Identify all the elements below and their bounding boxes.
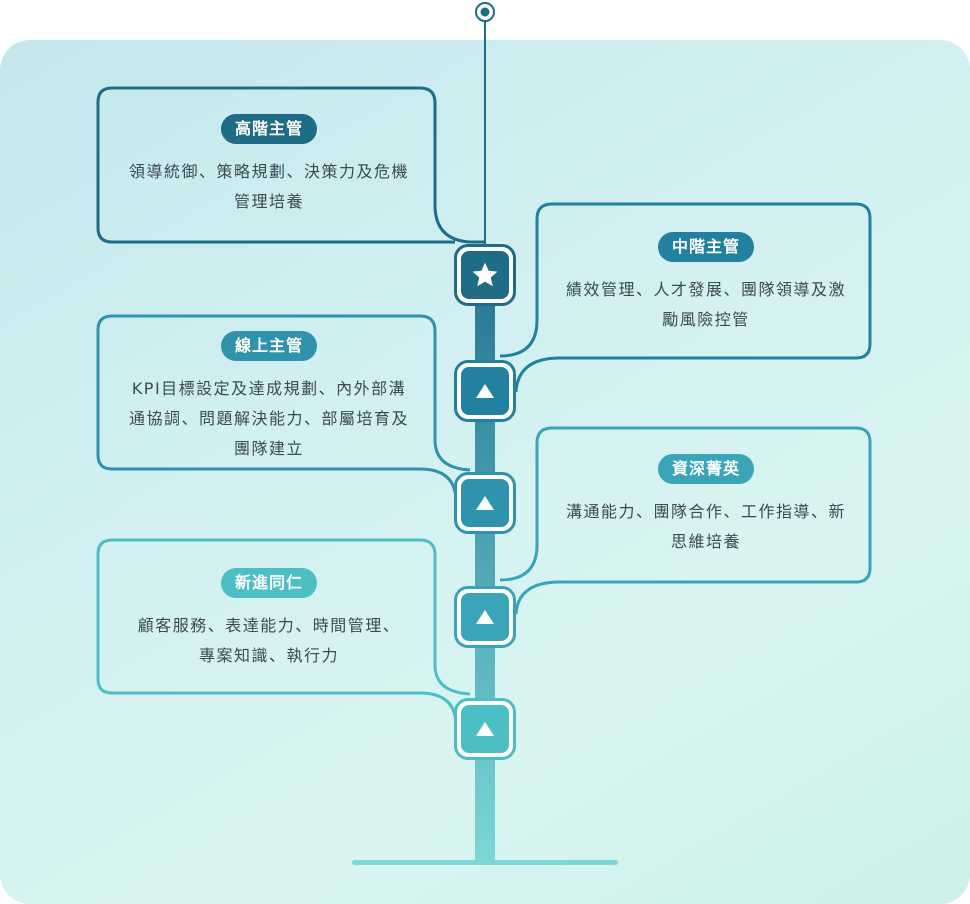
description-line: 思維培養 bbox=[670, 532, 741, 551]
level-badge bbox=[461, 705, 509, 753]
level-description: KPI目標設定及達成規劃、內外部溝 通協調、問題解決能力、部屬培育及 團隊建立 bbox=[100, 374, 438, 464]
level-title-pill: 資深菁英 bbox=[657, 454, 755, 484]
triangle-up-icon bbox=[476, 610, 494, 624]
level-description: 溝通能力、團隊合作、工作指導、新 思維培養 bbox=[538, 497, 874, 557]
description-line: 溝通能力、團隊合作、工作指導、新 bbox=[565, 502, 846, 521]
stem-base bbox=[352, 860, 618, 865]
level-badge bbox=[461, 593, 509, 641]
triangle-up-icon bbox=[476, 496, 494, 510]
star-icon bbox=[472, 262, 498, 287]
triangle-up-icon bbox=[476, 384, 494, 398]
level-title-pill: 線上主管 bbox=[220, 331, 318, 361]
description-line: 團隊建立 bbox=[233, 439, 304, 458]
description-line: 通協調、問題解決能力、部屬培育及 bbox=[128, 409, 409, 428]
description-line: 績效管理、人才發展、團隊領導及激 bbox=[565, 280, 846, 299]
description-line: KPI目標設定及達成規劃、內外部溝 bbox=[131, 379, 407, 398]
description-line: 領導統御、策略規劃、決策力及危機 bbox=[128, 162, 409, 181]
level-badge bbox=[461, 251, 509, 299]
level-title-pill: 高階主管 bbox=[220, 114, 318, 144]
level-description: 領導統御、策略規劃、決策力及危機 管理培養 bbox=[100, 157, 438, 217]
level-description: 顧客服務、表達能力、時間管理、 專案知識、執行力 bbox=[100, 611, 438, 671]
level-badge bbox=[461, 367, 509, 415]
triangle-up-icon bbox=[476, 722, 494, 736]
level-description: 績效管理、人才發展、團隊領導及激 勵風險控管 bbox=[538, 275, 874, 335]
level-badge bbox=[461, 479, 509, 527]
description-line: 顧客服務、表達能力、時間管理、 bbox=[137, 616, 401, 635]
level-title-pill: 新進同仁 bbox=[220, 568, 318, 598]
description-line: 勵風險控管 bbox=[662, 310, 750, 329]
level-title-pill: 中階主管 bbox=[657, 232, 755, 262]
description-line: 管理培養 bbox=[233, 192, 304, 211]
description-line: 專案知識、執行力 bbox=[198, 646, 339, 665]
